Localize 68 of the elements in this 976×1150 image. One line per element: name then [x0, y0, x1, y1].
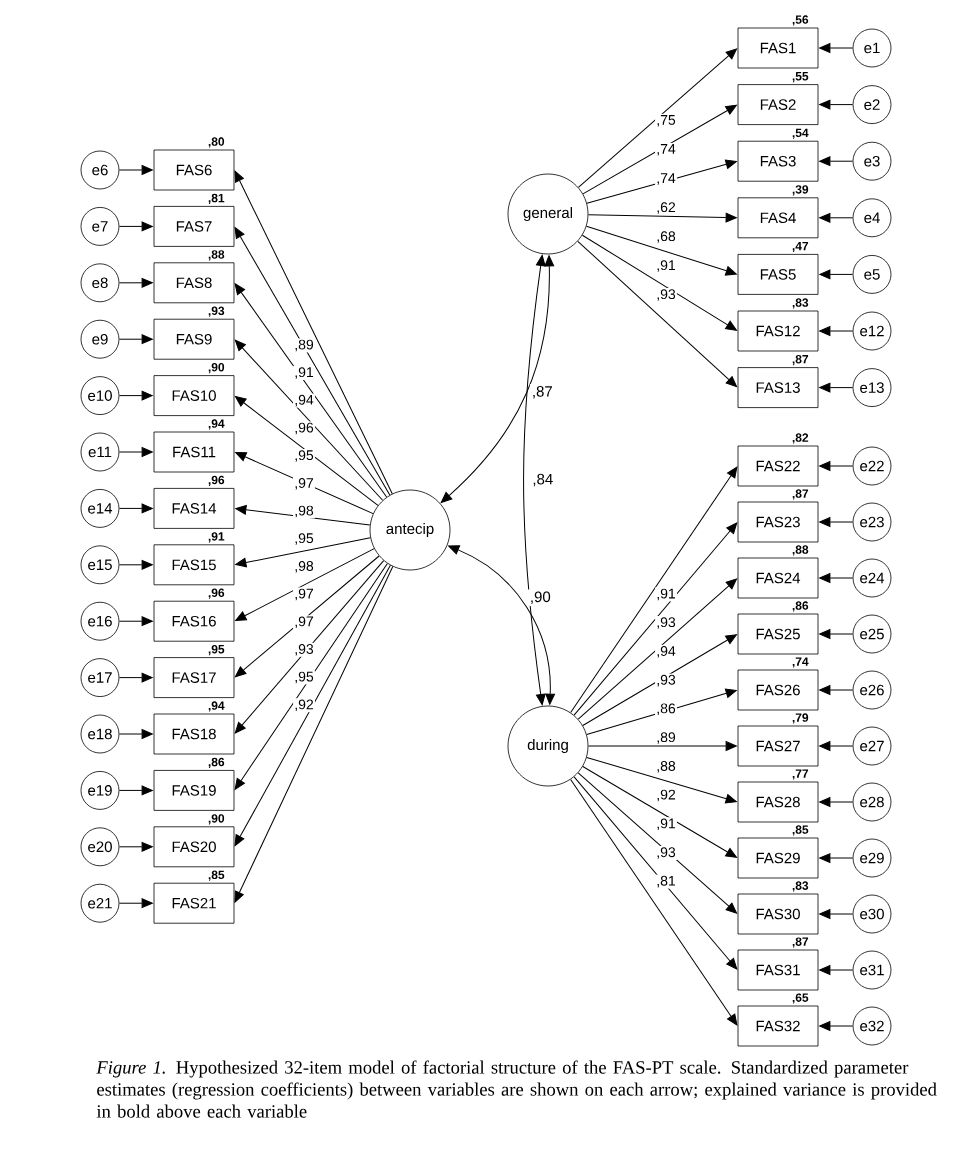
- loading-arrow: [234, 555, 380, 678]
- loading-arrow: [234, 283, 388, 498]
- error-arrow: [118, 841, 153, 852]
- loading-arrow: [234, 339, 384, 501]
- error-arrow: [118, 559, 153, 570]
- error-arrow: [118, 277, 153, 288]
- loading-arrow: [577, 240, 738, 388]
- loading-arrow: [235, 504, 371, 526]
- error-arrow: [819, 269, 854, 280]
- loading-arrow: [586, 159, 737, 204]
- error-arrow: [819, 965, 854, 975]
- caption: Figure 1. Hypothesized 32-item model of factorial structure of the FAS-PT scale. Standardized parameter estimates (regression coefficients) between variables are shown on each arrow; explained variance is provided in bold above each variable: [96, 1060, 937, 1118]
- error-arrow: [819, 1021, 854, 1031]
- error-arrow: [118, 221, 153, 232]
- loading-arrow: [234, 566, 394, 903]
- loading-arrow: [586, 756, 737, 804]
- error-arrow: [819, 326, 854, 336]
- error-arrow: [819, 156, 854, 167]
- covariance-arrow: [523, 254, 546, 706]
- loading-arrow: [234, 560, 385, 734]
- error-arrow: [819, 573, 854, 583]
- loading-arrow: [586, 225, 737, 276]
- error-arrow: [819, 741, 854, 751]
- loading-arrow: [587, 741, 737, 751]
- loading-arrow: [582, 634, 737, 726]
- error-arrow: [819, 629, 854, 639]
- covariance-arrow: [440, 255, 555, 503]
- loading-arrow: [235, 452, 374, 515]
- error-arrow: [118, 165, 153, 175]
- loading-arrow: [573, 522, 738, 716]
- error-arrow: [118, 729, 153, 739]
- error-arrow: [819, 853, 854, 863]
- error-arrow: [118, 503, 153, 514]
- error-arrow: [118, 898, 153, 909]
- error-arrow: [819, 685, 854, 695]
- loading-arrow: [234, 395, 379, 506]
- error-arrow: [118, 334, 153, 345]
- error-arrow: [118, 672, 153, 683]
- error-arrow: [819, 382, 854, 393]
- loading-arrow: [234, 170, 393, 495]
- loading-arrow: [234, 564, 391, 847]
- loading-arrow: [235, 537, 371, 568]
- error-arrow: [819, 212, 854, 223]
- loading-arrow: [586, 688, 737, 736]
- error-arrow: [819, 461, 854, 471]
- error-arrow: [118, 616, 153, 627]
- loading-arrow: [577, 578, 738, 720]
- error-arrow: [819, 43, 854, 53]
- loading-arrow: [234, 227, 391, 496]
- error-arrow: [819, 909, 854, 919]
- covariance-arrow: [448, 545, 556, 705]
- loading-arrow: [577, 48, 738, 188]
- loading-arrow: [573, 776, 738, 970]
- error-arrow: [118, 447, 153, 457]
- error-arrow: [819, 517, 854, 527]
- loading-arrow: [235, 548, 375, 622]
- loading-arrow: [570, 466, 738, 714]
- loading-arrow: [570, 778, 738, 1026]
- loading-arrow: [581, 234, 737, 331]
- loading-arrow: [582, 104, 737, 195]
- error-arrow: [819, 99, 854, 110]
- loading-arrow: [582, 766, 737, 858]
- error-arrow: [819, 797, 854, 807]
- loading-arrow: [587, 212, 737, 223]
- error-arrow: [118, 390, 153, 401]
- loading-arrow: [577, 772, 738, 914]
- error-arrow: [118, 785, 153, 796]
- loading-arrow: [234, 563, 388, 790]
